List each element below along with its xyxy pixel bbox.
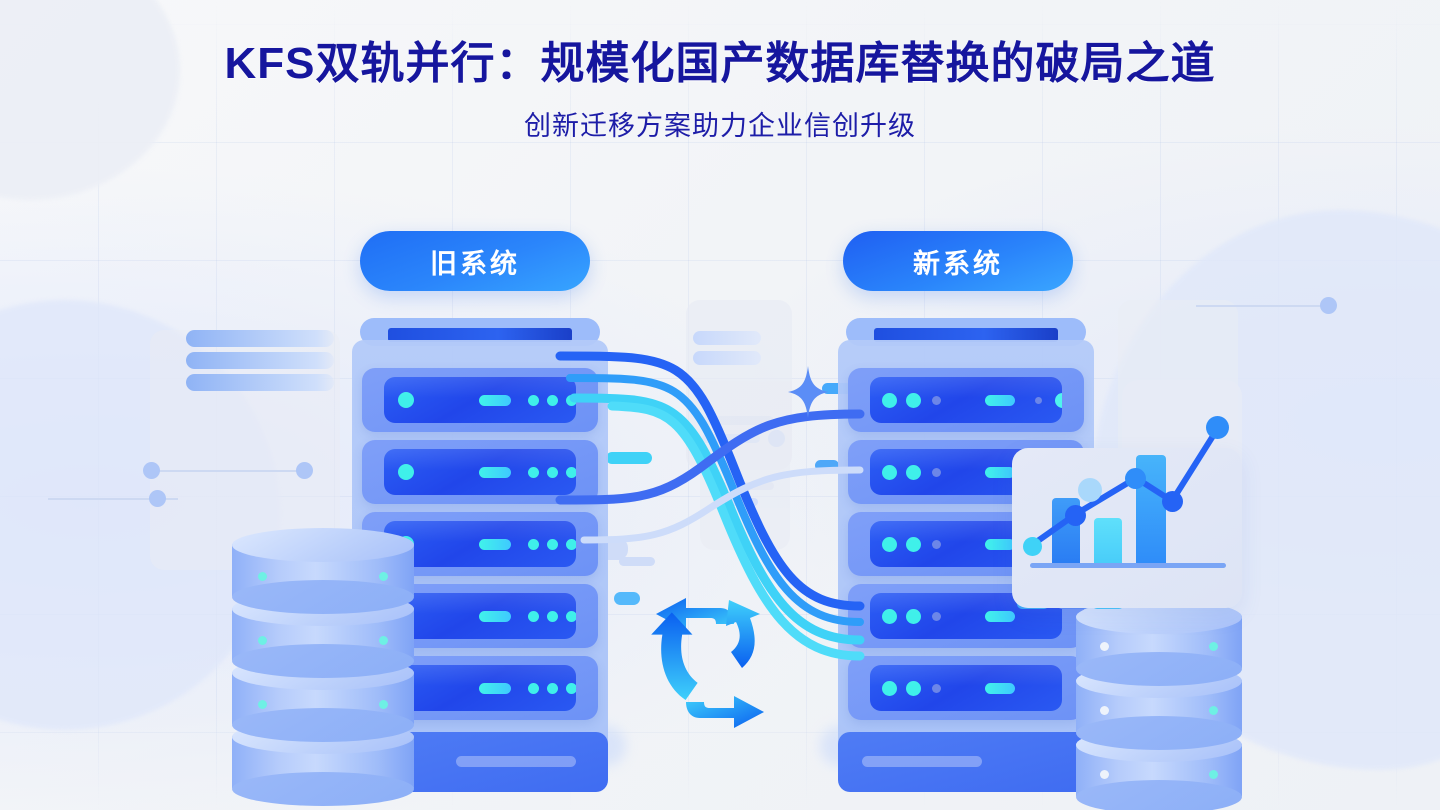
status-pill [479, 395, 511, 406]
led-indicator [566, 539, 576, 550]
db-disc [232, 528, 414, 614]
decorative-chip-5 [815, 460, 839, 471]
decorative-bar-1 [186, 330, 334, 347]
new-system-badge[interactable]: 新系统 [843, 231, 1073, 291]
led-indicator [566, 467, 576, 478]
chart-line-marker [1162, 491, 1183, 512]
led-indicator [566, 611, 576, 622]
rack-unit-face [870, 665, 1062, 711]
status-pill [985, 539, 1015, 550]
rack-unit[interactable] [848, 656, 1084, 720]
decorative-chip-6 [619, 557, 655, 566]
rack-base-slot [862, 756, 982, 767]
chart-line-marker [1023, 537, 1042, 556]
led-indicator [398, 464, 414, 480]
old-database-stack [232, 528, 414, 806]
rack-unit-face [384, 665, 576, 711]
chart-line-marker [1065, 505, 1086, 526]
rack-unit-face [384, 593, 576, 639]
led-indicator [566, 683, 576, 694]
rack-top-cap-inner [388, 328, 572, 342]
connector-node-1 [143, 462, 160, 479]
status-pill [479, 539, 511, 550]
rack-unit-face [870, 593, 1062, 639]
rack-base [838, 732, 1094, 792]
decorative-bar-5 [693, 351, 761, 365]
decorative-bar-3 [186, 374, 334, 391]
new-system-server-rack [820, 318, 1112, 792]
led-indicator [398, 392, 414, 408]
led-indicator [547, 683, 558, 694]
connector-node-3 [149, 490, 166, 507]
rack-unit[interactable] [362, 440, 598, 504]
rack-top-cap-inner [874, 328, 1058, 342]
rack-unit-face [384, 521, 576, 567]
led-indicator [547, 539, 558, 550]
status-pill [985, 683, 1015, 694]
new-database-stack [1076, 600, 1242, 810]
db-disc [1076, 600, 1242, 686]
led-indicator [528, 467, 539, 478]
chart-accent-dot [1078, 478, 1102, 502]
led-indicator-dim [1035, 397, 1042, 404]
connector-node-2 [296, 462, 313, 479]
rack-unit[interactable] [848, 368, 1084, 432]
sparkle-icon [788, 366, 828, 418]
connector-node-4 [1320, 297, 1337, 314]
page-subtitle: 创新迁移方案助力企业信创升级 [524, 110, 916, 141]
led-indicator [528, 539, 539, 550]
led-indicator [528, 683, 539, 694]
recycle-sync-icon [651, 598, 764, 728]
led-indicator-dim [932, 684, 941, 693]
new-system-badge-label: 新系统 [913, 248, 1003, 279]
decorative-chip-2 [614, 592, 640, 605]
led-indicator-dim [932, 468, 941, 477]
led-indicator [528, 611, 539, 622]
chart-line-marker [1206, 416, 1229, 439]
status-pill [985, 467, 1015, 478]
old-system-badge[interactable]: 旧系统 [360, 231, 590, 291]
old-system-badge-label: 旧系统 [430, 248, 520, 279]
decorative-chip-4 [822, 383, 852, 394]
rack-unit[interactable] [362, 368, 598, 432]
rack-unit-face [870, 377, 1062, 423]
led-indicator [547, 467, 558, 478]
status-pill [985, 395, 1015, 406]
led-indicator [528, 395, 539, 406]
chart-line-marker [1125, 468, 1146, 489]
rack-unit-face [384, 377, 576, 423]
connector-line-3 [1196, 305, 1326, 307]
status-pill [479, 467, 511, 478]
decorative-chip-1 [606, 452, 652, 464]
led-indicator-dim [932, 540, 941, 549]
connector-line-2 [48, 498, 178, 500]
decorative-bar-2 [186, 352, 334, 369]
decorative-bar-4 [693, 331, 761, 345]
status-pill [1055, 393, 1062, 408]
page-title: KFS双轨并行：规模化国产数据库替换的破局之道 [224, 39, 1216, 88]
rack-unit-face [384, 449, 576, 495]
chart-bar [1094, 518, 1122, 563]
status-pill [479, 683, 511, 694]
status-pill [479, 611, 511, 622]
rack-base-slot [456, 756, 576, 767]
chart-axis [1030, 563, 1226, 568]
led-indicator-dim [932, 396, 941, 405]
data-migration-flow-lines [555, 351, 865, 661]
slide-header: KFS双轨并行：规模化国产数据库替换的破局之道 创新迁移方案助力企业信创升级 [0, 38, 1440, 143]
led-indicator [547, 395, 558, 406]
led-indicator [547, 611, 558, 622]
led-indicator-dim [932, 612, 941, 621]
status-pill [985, 611, 1015, 622]
connector-line-1 [150, 470, 310, 472]
